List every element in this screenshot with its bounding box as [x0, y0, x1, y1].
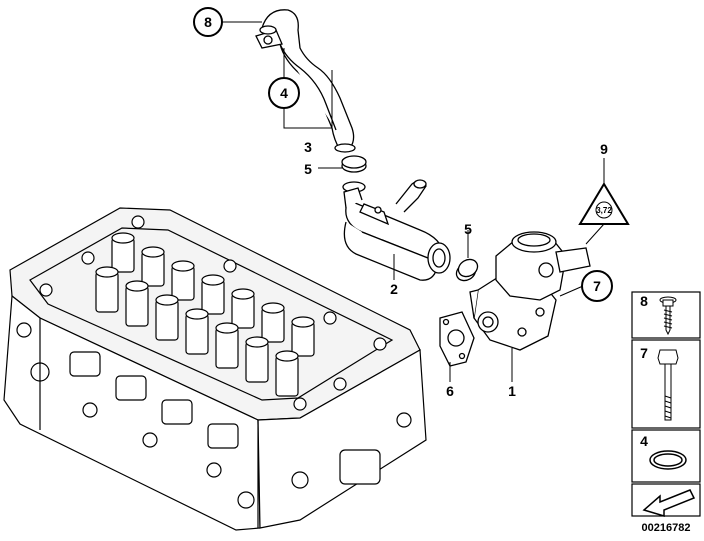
warning-label-text: 3,72: [596, 206, 612, 215]
callout-1: 1: [508, 383, 516, 399]
legend-item-8-number: 8: [640, 293, 648, 309]
screw-with-washer-icon: [659, 296, 677, 336]
o-ring-icon: [649, 450, 687, 470]
egr-valve-illustration: [469, 231, 591, 351]
callout-7: 7: [581, 270, 613, 302]
hose-clamp-upper-illustration: [341, 155, 367, 193]
hex-bolt-icon: [657, 349, 679, 421]
leader-lines: [221, 21, 605, 382]
direction-arrow-icon: [642, 489, 696, 518]
callout-5-upper: 5: [304, 161, 312, 177]
callout-9: 9: [600, 141, 608, 157]
legend-item-7-number: 7: [640, 345, 648, 361]
callout-6: 6: [446, 383, 454, 399]
legend-panel: [631, 291, 701, 517]
egr-pipe-illustration: [255, 9, 356, 153]
svg-text:8: 8: [204, 14, 212, 30]
svg-text:4: 4: [280, 85, 288, 101]
callout-4: 4: [268, 77, 300, 109]
callout-8: 8: [193, 7, 223, 37]
callout-3: 3: [304, 139, 312, 155]
gasket-illustration: [439, 311, 475, 367]
legend-item-4-number: 4: [640, 433, 648, 449]
egr-cooler-illustration: [343, 179, 451, 281]
svg-text:7: 7: [593, 278, 601, 294]
cylinder-head-illustration: [3, 207, 427, 531]
warning-label-illustration: 3,72: [578, 182, 630, 225]
diagram-id: 00216782: [642, 522, 691, 534]
hose-clamp-lower-illustration: [455, 258, 479, 282]
callout-2: 2: [390, 281, 398, 297]
callout-5-lower: 5: [464, 221, 472, 237]
